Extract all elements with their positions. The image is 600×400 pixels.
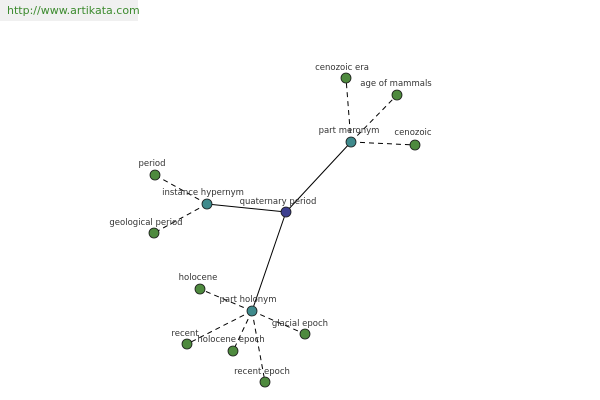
leaf-node-recent-epoch[interactable]: recent epoch [234,367,290,388]
leaf-node-cenozoic-era[interactable]: cenozoic era [315,63,369,84]
leaf-node-dot[interactable] [181,338,193,350]
edge-part-holonym-recent-epoch [251,310,266,383]
leaf-node-label: glacial epoch [272,319,328,329]
edge-part-holonym-recent [186,310,253,345]
edge-part-meronym-cenozoic-era [345,77,352,143]
root-node-label: quaternary period [240,197,317,207]
root-node-dot[interactable] [280,206,292,218]
leaf-node-dot[interactable] [391,89,403,101]
leaf-node-dot[interactable] [148,227,160,239]
leaf-node-dot[interactable] [340,72,352,84]
leaf-node-label: recent [171,329,199,339]
leaf-node-period[interactable]: period [138,159,166,181]
leaf-node-holocene[interactable]: holocene [179,273,218,295]
edge-part-holonym-holocene [199,288,253,312]
edge-instance-hypernym-period [154,174,208,205]
leaf-node-dot[interactable] [194,283,206,295]
leaf-node-dot[interactable] [259,376,271,388]
leaf-node-dot[interactable] [299,328,311,340]
leaf-node-dot[interactable] [149,169,161,181]
leaf-node-label: cenozoic era [315,63,369,73]
edge-part-holonym-holocene-epoch [232,310,253,352]
root-node[interactable]: quaternary period [240,197,317,218]
leaf-node-label: holocene [179,273,218,283]
relation-node-label: part meronym [319,126,380,136]
relation-node-instance-hypernym[interactable]: instance hypernym [162,188,244,210]
leaf-node-geological-period[interactable]: geological period [109,218,183,239]
relation-node-dot[interactable] [246,305,258,317]
leaf-node-age-of-mammals[interactable]: age of mammals [360,79,432,101]
relation-node-label: instance hypernym [162,188,244,198]
edge-part-meronym-age-of-mammals [350,94,398,143]
leaf-node-cenozoic[interactable]: cenozoic [394,128,432,151]
leaf-node-dot[interactable] [409,139,421,151]
leaf-node-label: period [138,159,165,169]
leaf-node-label: cenozoic [394,128,432,138]
edge-part-holonym-glacial-epoch [251,310,306,335]
leaf-node-label: geological period [109,218,182,228]
edges [153,77,416,383]
relation-node-dot[interactable] [201,198,213,210]
edge-instance-hypernym-geological-period [153,203,208,234]
edge-root-instance-hypernym [206,203,287,213]
leaf-node-glacial-epoch[interactable]: glacial epoch [272,319,328,340]
watermark-url: http://www.artikata.com [0,0,140,21]
relation-node-part-meronym[interactable]: part meronym [319,126,380,148]
leaf-node-label: age of mammals [360,79,432,89]
edge-part-meronym-cenozoic [350,141,416,146]
edge-root-part-meronym [285,141,352,213]
leaf-node-dot[interactable] [227,345,239,357]
nodes: quaternary period part meronym instance … [109,63,432,388]
relation-node-dot[interactable] [345,136,357,148]
relation-node-part-holonym[interactable]: part holonym [220,295,277,317]
leaf-node-recent[interactable]: recent [171,329,199,350]
relation-node-label: part holonym [220,295,277,305]
leaf-node-holocene-epoch[interactable]: holocene epoch [197,335,265,357]
edge-root-part-holonym [251,211,287,312]
leaf-node-label: holocene epoch [197,335,264,345]
leaf-node-label: recent epoch [234,367,290,377]
